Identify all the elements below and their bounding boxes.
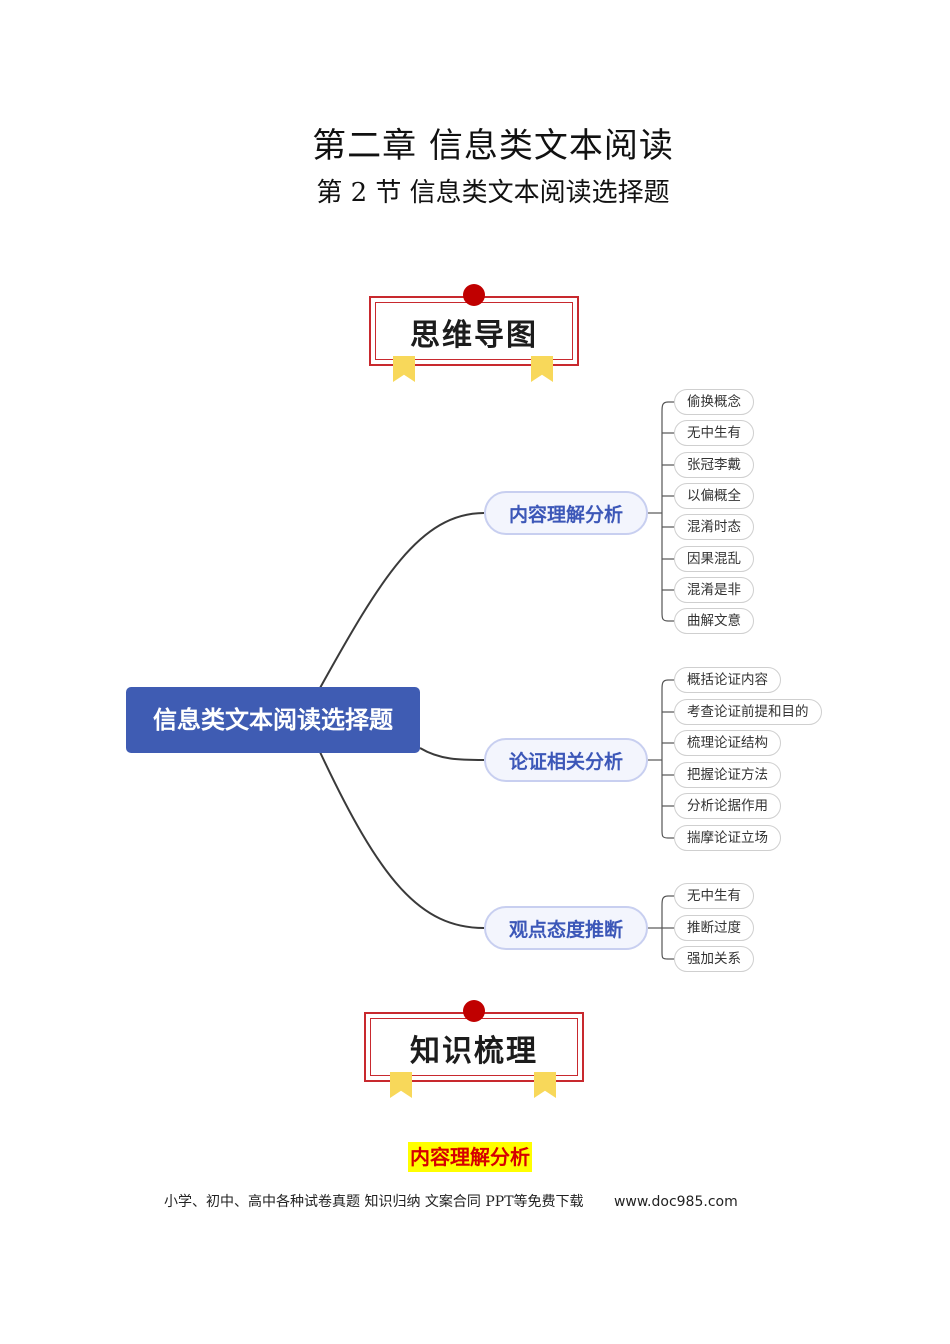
mindmap-banner-label: 思维导图: [410, 318, 538, 353]
ribbon-icon: [534, 1072, 556, 1098]
leaf-node: 考查论证前提和目的: [674, 699, 822, 725]
leaf-node: 揣摩论证立场: [674, 825, 781, 851]
leaf-node: 混淆是非: [674, 577, 754, 603]
banner-dot-icon: [463, 284, 485, 306]
ribbon-icon: [393, 356, 415, 382]
ribbon-icon: [390, 1072, 412, 1098]
section-heading: 内容理解分析: [408, 1142, 532, 1172]
leaf-node: 混淆时态: [674, 514, 754, 540]
leaf-node: 无中生有: [674, 420, 754, 446]
branch-viewpoint-inference: 观点态度推断: [484, 906, 648, 950]
leaf-node: 强加关系: [674, 946, 754, 972]
knowledge-banner-label: 知识梳理: [410, 1034, 538, 1069]
mindmap-banner: 思维导图: [369, 284, 579, 382]
leaf-node: 推断过度: [674, 915, 754, 941]
leaf-node: 梳理论证结构: [674, 730, 781, 756]
leaf-node: 张冠李戴: [674, 452, 754, 478]
leaf-node: 概括论证内容: [674, 667, 781, 693]
footer: 小学、初中、高中各种试卷真题 知识归纳 文案合同 PPT等免费下载 www.do…: [164, 1191, 738, 1211]
banner-dot-icon: [463, 1000, 485, 1022]
footer-url[interactable]: www.doc985.com: [613, 1194, 738, 1210]
mindmap-root-node: 信息类文本阅读选择题: [126, 687, 420, 753]
leaf-node: 曲解文意: [674, 608, 754, 634]
section-title: 第 2 节 信息类文本阅读选择题: [316, 178, 670, 208]
branch-content-analysis: 内容理解分析: [484, 491, 648, 535]
knowledge-banner: 知识梳理: [364, 1000, 584, 1098]
leaf-node: 以偏概全: [674, 483, 754, 509]
leaf-node: 把握论证方法: [674, 762, 781, 788]
footer-text: 小学、初中、高中各种试卷真题 知识归纳 文案合同 PPT等免费下载: [164, 1194, 584, 1210]
leaf-node: 偷换概念: [674, 389, 754, 415]
leaf-node: 因果混乱: [674, 546, 754, 572]
ribbon-icon: [531, 356, 553, 382]
chapter-title: 第二章 信息类文本阅读: [312, 126, 674, 166]
leaf-node: 分析论据作用: [674, 793, 781, 819]
branch-argument-analysis: 论证相关分析: [484, 738, 648, 782]
leaf-node: 无中生有: [674, 883, 754, 909]
